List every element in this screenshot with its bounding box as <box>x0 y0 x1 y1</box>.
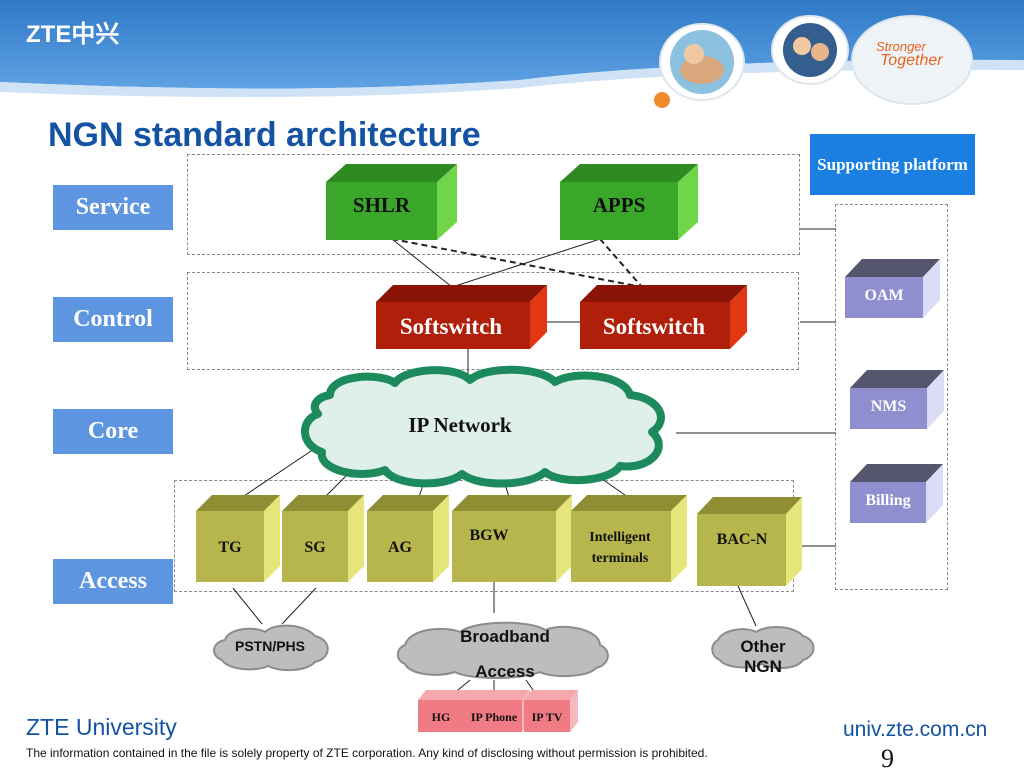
header-band <box>0 0 1024 98</box>
sg-label: SG <box>304 539 326 556</box>
intelligent-terminals-box <box>571 495 687 582</box>
hg-label: HG <box>431 709 451 724</box>
other-ngn-line2: NGN <box>744 657 782 676</box>
other-ngn-cloud <box>711 626 815 670</box>
slogan-line2: Together <box>880 52 943 69</box>
connector-shlr-softswitch2 <box>391 238 643 288</box>
oam-label: OAM <box>864 287 904 304</box>
page-number: 9 <box>881 744 894 773</box>
connector-apps-softswitch1 <box>451 238 601 288</box>
softswitch1-label: Softswitch <box>399 314 503 339</box>
pstn-cloud <box>213 624 329 672</box>
tg-label: TG <box>218 539 242 556</box>
ip-tv-box <box>524 690 578 732</box>
ip-phone-label: IP Phone <box>470 709 518 724</box>
softswitch1-box <box>376 285 547 349</box>
nms-label: NMS <box>870 398 907 415</box>
oam-box <box>845 259 940 318</box>
connector-tg-pstn <box>232 587 263 625</box>
layer-service-label: Service <box>53 185 173 230</box>
ip-network-label: IP Network <box>408 412 512 437</box>
apps-box <box>560 164 698 240</box>
connector-ip-tg <box>237 444 321 501</box>
softswitch2-label: Softswitch <box>602 314 706 339</box>
footer-university: ZTE University <box>26 714 177 740</box>
ag-box <box>367 495 449 582</box>
layer-core-label: Core <box>53 409 173 454</box>
bac-n-box <box>697 497 802 586</box>
shlr-box <box>326 164 457 240</box>
bgw-label: BGW <box>469 527 509 544</box>
connector-shlr-softswitch1 <box>391 238 453 288</box>
slogan-line1: Stronger <box>876 39 926 54</box>
billing-box <box>850 464 943 523</box>
other-ngn-label: Other NGN <box>723 637 803 677</box>
intelligent-terminals-label: Intelligent terminals <box>589 530 651 566</box>
footer-disclaimer: The information contained in the file is… <box>26 746 708 760</box>
broadband-cloud <box>396 621 609 679</box>
ip-network-cloud <box>301 365 665 488</box>
sg-box <box>282 495 364 582</box>
bac-n-label: BAC-N <box>716 531 768 548</box>
broadband-label-line2: Access <box>475 662 535 681</box>
softswitch2-box <box>580 285 747 349</box>
apps-label: APPS <box>592 192 646 217</box>
service-frame <box>187 154 800 255</box>
header-photos <box>654 15 973 108</box>
connector-sg-pstn <box>281 587 317 625</box>
slogan: Stronger Together <box>876 39 943 69</box>
other-ngn-line1: Other <box>740 637 786 656</box>
pstn-label: PSTN/PHS <box>234 638 305 654</box>
page-title: NGN standard architecture <box>48 116 481 154</box>
ag-label: AG <box>388 539 412 556</box>
footer-site: univ.zte.com.cn <box>843 718 988 741</box>
ip-tv-label: IP TV <box>531 709 563 724</box>
supporting-frame <box>835 204 948 590</box>
bgw-box <box>452 495 572 582</box>
zte-logo: ZTE中兴 <box>26 21 120 48</box>
nms-box <box>850 370 944 429</box>
shlr-label: SHLR <box>352 192 411 217</box>
connector-apps-softswitch2 <box>599 238 643 288</box>
broadband-label-line1: Broadband <box>460 627 550 646</box>
supporting-platform-title: Supporting platform <box>810 134 975 195</box>
tg-box <box>196 495 280 582</box>
layer-access-label: Access <box>53 559 173 604</box>
connector-bacn-other <box>737 585 757 627</box>
billing-label: Billing <box>865 492 911 509</box>
layer-control-label: Control <box>53 297 173 342</box>
